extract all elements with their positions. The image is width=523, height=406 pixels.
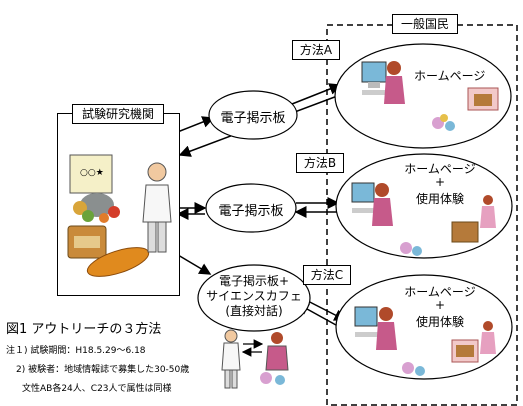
bbs-a-text: 電子掲示板: [220, 111, 286, 126]
home-c-plus: +: [434, 298, 446, 312]
public-header: 一般国民: [392, 14, 458, 34]
bbs-b-text: 電子掲示板: [218, 204, 284, 219]
document-box-label: ○○★: [80, 168, 104, 178]
home-c-line1: ホームページ: [404, 285, 476, 299]
bbs-c-line1: 電子掲示板+: [218, 274, 290, 288]
method-a-label: 方法A: [292, 40, 340, 60]
bbs-a-ellipse: [208, 90, 298, 140]
home-b-line2: 使用体験: [415, 192, 464, 206]
home-b-plus: +: [434, 175, 446, 189]
note-1: 注１) 試験期間：H18.5.29～6.18: [6, 346, 146, 356]
bbs-b-ellipse: [205, 183, 297, 233]
figure-title: 図1 アウトリーチの３方法: [6, 322, 162, 337]
method-b-label: 方法B: [296, 153, 344, 173]
bbs-c-ellipse: [197, 264, 311, 332]
note-2: 2) 被験者：地域情報誌で募集した30-50歳: [16, 365, 190, 375]
arrow-a-out: [174, 116, 215, 134]
institution-box: [57, 113, 180, 296]
note-3: 文性AB各24人、C23人で属性は同様: [22, 384, 172, 394]
bbs-c-line2: サイエンスカフェ: [206, 289, 302, 303]
home-b-line1: ホームページ: [404, 162, 476, 176]
arrow-c-out: [177, 254, 212, 275]
arrow-a-to-public: [291, 83, 342, 105]
home-a-text: ホームページ: [414, 69, 486, 83]
bbs-c-line3: (直接対話): [225, 304, 283, 318]
method-c-label: 方法C: [303, 265, 351, 285]
institution-header: 試験研究機関: [72, 104, 164, 124]
home-c-line2: 使用体験: [415, 315, 464, 329]
home-a-ellipse: [334, 43, 512, 149]
